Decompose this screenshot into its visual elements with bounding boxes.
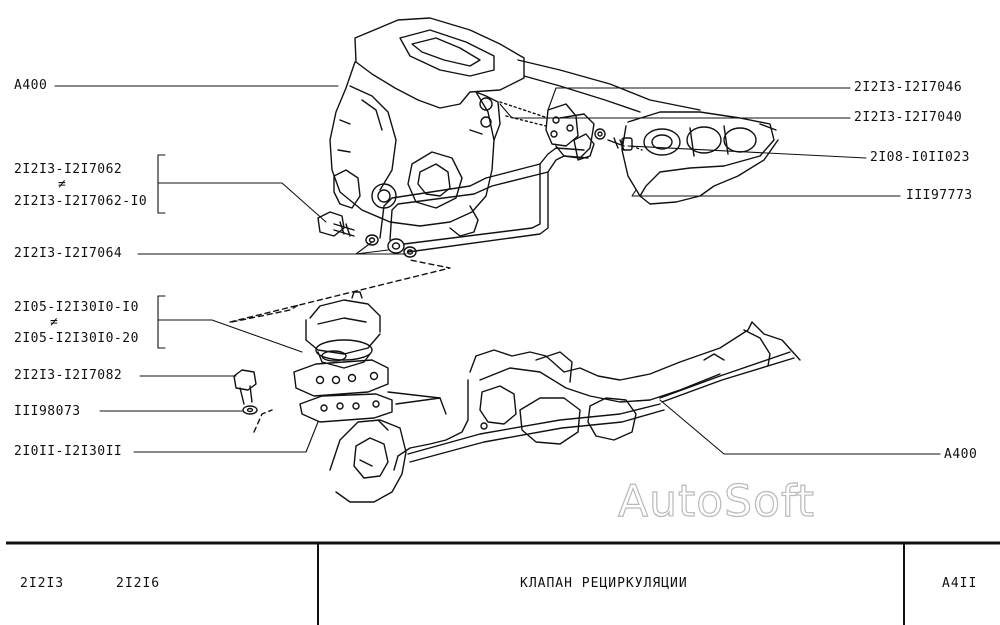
intake-housing-drawing [329,17,701,237]
lower-manifold-drawing [329,321,801,503]
label-2i2i3-i2i7064: 2I2I3-I2I7064 [14,246,123,261]
label-iii97773: III97773 [906,188,973,203]
bolt-7082-drawing [233,369,258,415]
label-2i05-i2i30i0-20: 2I05-I2I30I0-20 [14,331,139,346]
label-a400-top: A400 [14,78,48,93]
label-2i2i3-i2i7040: 2I2I3-I2I7040 [854,110,963,125]
label-2i2i3-i2i7062: 2I2I3-I2I7062 [14,162,123,177]
not-interchangeable-symbol: ≠ [50,315,58,330]
leader-lines [54,85,941,455]
model-code-1: 2I2I3 [20,576,65,591]
autosoft-watermark: AutoSoft [617,475,815,527]
egr-pipe-drawing [379,133,595,253]
label-2i2i3-i2i7046: 2I2I3-I2I7046 [854,80,963,95]
label-2i2i3-i2i7062-i0: 2I2I3-I2I7062-I0 [14,194,148,209]
label-a400-bottom: A400 [944,447,978,462]
bracket-and-bolts-drawing [499,101,643,159]
label-2i0ii-i2i30ii: 2I0II-I2I30II [14,444,123,459]
bolt-7062-drawing [317,211,417,258]
label-iii98073: III98073 [14,404,81,419]
egr-valve-drawing [229,259,451,433]
label-2i08-i0ii023: 2I08-I0II023 [870,150,970,165]
title-block-frame [6,541,1000,625]
label-2i05-i2i30i0-i0: 2I05-I2I30I0-I0 [14,300,139,315]
not-interchangeable-symbol: ≠ [58,177,66,192]
label-2i2i3-i2i7082: 2I2I3-I2I7082 [14,368,123,383]
model-code-2: 2I2I6 [116,576,161,591]
page-code: A4II [942,576,978,591]
page-title: КЛАПАН РЕЦИРКУЛЯЦИИ [520,576,688,591]
exhaust-manifold-drawing [621,111,779,205]
